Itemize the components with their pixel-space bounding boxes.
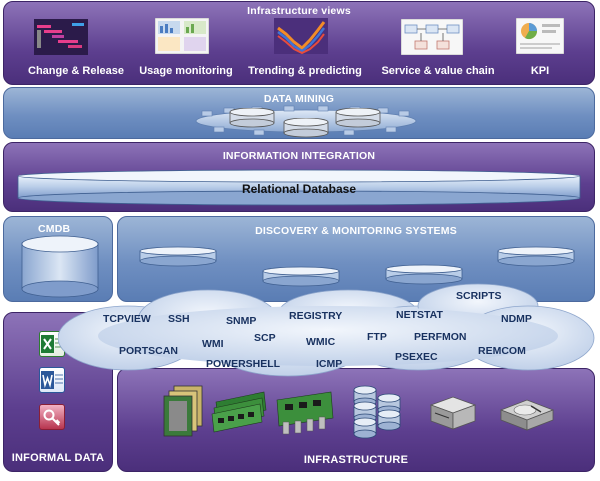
- protocol-label: PERFMON: [414, 331, 467, 343]
- cmdb-panel: CMDB: [3, 216, 113, 302]
- cmdb-title: CMDB: [38, 223, 71, 235]
- information-integration-panel: INFORMATION INTEGRATION Relational Datab…: [3, 142, 595, 212]
- protocol-label: ICMP: [316, 358, 343, 370]
- protocol-label: WMI: [202, 338, 224, 350]
- relational-database-label: Relational Database: [241, 182, 357, 196]
- dashboard-icon: [155, 18, 209, 54]
- cmdb-database-icon: [21, 235, 99, 298]
- flow-diagram-icon: [401, 19, 463, 55]
- protocol-label: NETSTAT: [396, 309, 443, 321]
- discovery-database-icon: [262, 266, 340, 287]
- view-label-service-value-chain: Service & value chain: [381, 65, 495, 77]
- server-icon: [429, 396, 477, 430]
- view-label-kpi: KPI: [530, 65, 550, 77]
- protocol-label: SSH: [168, 313, 190, 325]
- relational-database-icon: [17, 169, 581, 206]
- informal-data-title: INFORMAL DATA: [11, 452, 105, 464]
- hard-drive-icon: [499, 399, 555, 431]
- protocol-label: SNMP: [226, 315, 257, 327]
- access-icon: [39, 404, 65, 430]
- data-mining-database-icon: [335, 108, 381, 128]
- data-mining-panel: DATA MINING: [3, 87, 595, 139]
- storage-stack-icon: [353, 385, 401, 439]
- view-label-usage-monitoring: Usage monitoring: [139, 65, 233, 77]
- protocol-label: POWERSHELL: [206, 358, 281, 370]
- discovery-database-icon: [497, 246, 575, 267]
- discovery-monitoring-title: DISCOVERY & MONITORING SYSTEMS: [255, 225, 457, 237]
- data-mining-database-icon: [229, 108, 275, 128]
- discovery-database-icon: [385, 264, 463, 285]
- network-card-icon: [276, 391, 334, 435]
- discovery-database-icon: [139, 246, 217, 267]
- kpi-report-icon: [516, 18, 564, 54]
- protocol-label: PORTSCAN: [119, 345, 178, 357]
- protocol-label: FTP: [367, 331, 387, 343]
- infrastructure-title: INFRASTRUCTURE: [303, 454, 409, 466]
- view-label-trending-predicting: Trending & predicting: [248, 65, 362, 77]
- information-integration-title: INFORMATION INTEGRATION: [222, 150, 376, 162]
- protocol-label: TCPVIEW: [103, 313, 151, 325]
- memory-module-icon: [211, 391, 267, 433]
- protocol-cloud-icon: [58, 283, 595, 377]
- word-icon: [39, 367, 65, 393]
- view-label-change-release: Change & Release: [28, 65, 124, 77]
- data-mining-title: DATA MINING: [263, 93, 335, 105]
- trend-chart-icon: [274, 18, 328, 54]
- protocol-label: NDMP: [501, 313, 532, 325]
- data-mining-database-icon: [283, 118, 329, 138]
- protocol-label: PSEXEC: [395, 351, 438, 363]
- protocol-label: REMCOM: [478, 345, 526, 357]
- protocol-label: WMIC: [306, 336, 336, 348]
- cpu-chip-icon: [163, 385, 203, 437]
- infrastructure-views-title: Infrastructure views: [247, 5, 351, 17]
- protocol-label: REGISTRY: [289, 310, 343, 322]
- protocol-label: SCP: [254, 332, 276, 344]
- protocol-label: SCRIPTS: [456, 290, 502, 302]
- gantt-chart-icon: [34, 19, 88, 55]
- infrastructure-views-panel: Infrastructure views Change & Release Us…: [3, 1, 595, 85]
